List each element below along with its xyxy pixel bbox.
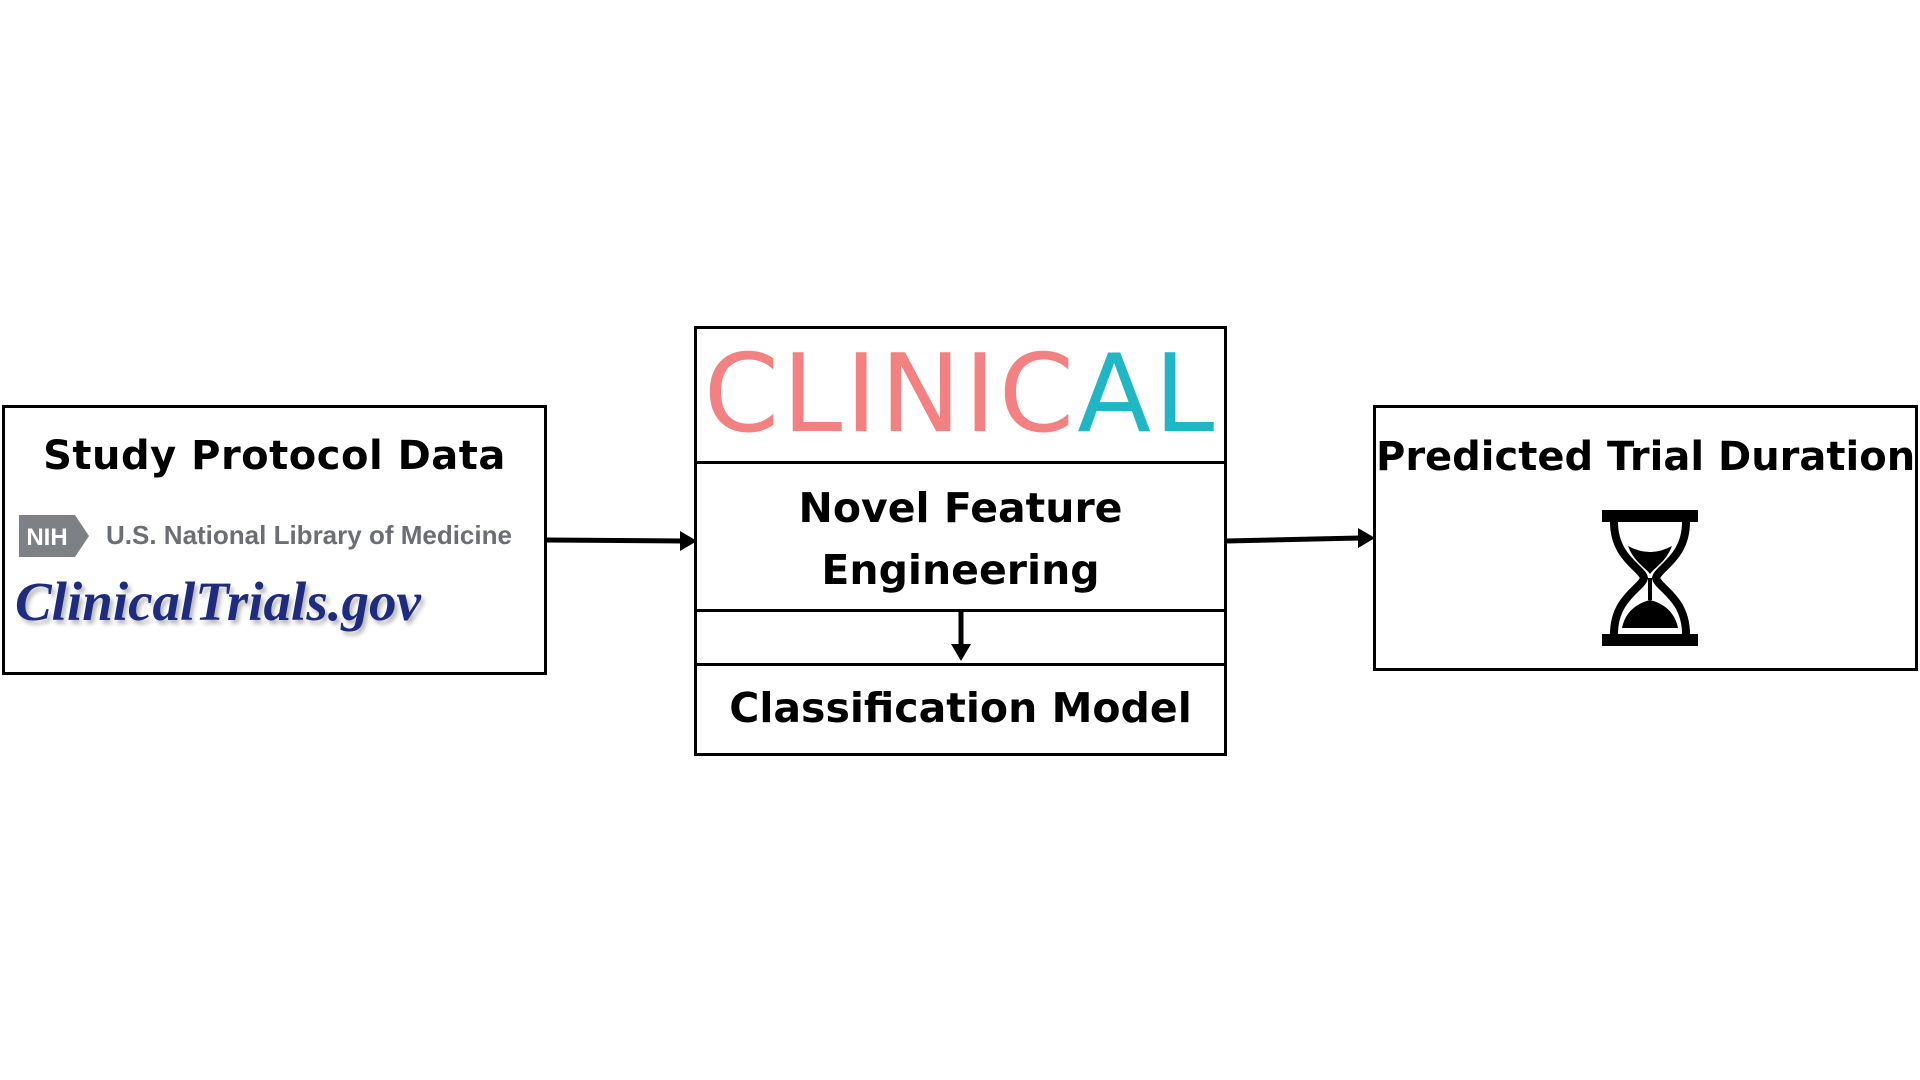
- logo-clinic-text: CLINIC: [703, 332, 1078, 457]
- output-box: Predicted Trial Duration: [1373, 405, 1918, 671]
- logo-a-text: A: [1077, 332, 1155, 457]
- nih-logo: NIH: [19, 515, 93, 557]
- hourglass-icon: [1602, 510, 1698, 646]
- arrow-feature-to-classification: [951, 610, 971, 661]
- feature-line-2: Engineering: [821, 546, 1100, 594]
- arrow-input-to-model: [546, 531, 697, 551]
- clinical-logo: CLINICAL: [697, 329, 1224, 461]
- nih-library-text: U.S. National Library of Medicine: [106, 520, 512, 550]
- feature-line-1: Novel Feature: [798, 484, 1123, 532]
- output-title: Predicted Trial Duration: [1376, 434, 1916, 480]
- input-title: Study Protocol Data: [43, 433, 506, 479]
- clinicaltrials-logo: ClinicalTrials.gov: [15, 571, 421, 632]
- feature-engineering-label: Novel Feature Engineering: [697, 477, 1224, 601]
- divider-logo: [697, 461, 1224, 464]
- arrow-model-to-output: [1226, 528, 1375, 548]
- input-box: Study Protocol Data NIH U.S. National Li…: [2, 405, 547, 675]
- nih-badge-text: NIH: [26, 524, 67, 551]
- divider-arrow-row: [697, 663, 1224, 666]
- logo-l-text: L: [1154, 332, 1218, 457]
- classification-model-label: Classification Model: [729, 684, 1192, 732]
